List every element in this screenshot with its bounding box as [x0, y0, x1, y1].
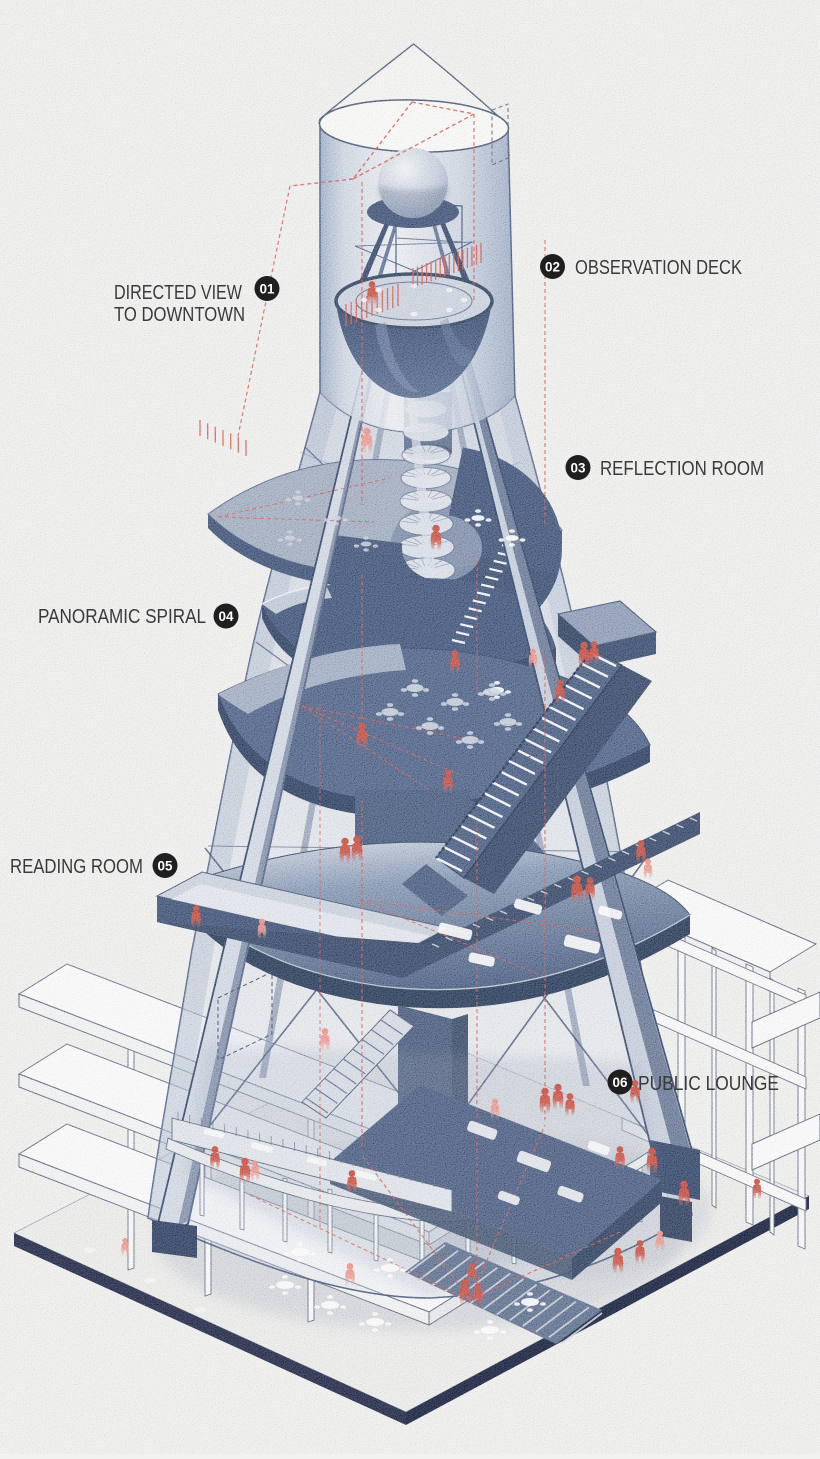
svg-text:PANORAMIC SPIRAL: PANORAMIC SPIRAL — [38, 605, 206, 628]
svg-text:02: 02 — [545, 259, 560, 274]
svg-text:TO DOWNTOWN: TO DOWNTOWN — [114, 303, 245, 326]
svg-text:06: 06 — [613, 1075, 628, 1090]
svg-text:04: 04 — [219, 609, 234, 624]
svg-text:05: 05 — [158, 858, 173, 873]
svg-text:01: 01 — [260, 281, 275, 296]
svg-text:PUBLIC LOUNGE: PUBLIC LOUNGE — [638, 1072, 779, 1095]
svg-text:DIRECTED VIEW: DIRECTED VIEW — [114, 281, 243, 304]
svg-text:REFLECTION ROOM: REFLECTION ROOM — [600, 457, 764, 480]
svg-text:OBSERVATION DECK: OBSERVATION DECK — [575, 256, 742, 279]
svg-text:READING ROOM: READING ROOM — [10, 855, 143, 878]
svg-text:03: 03 — [571, 460, 586, 475]
